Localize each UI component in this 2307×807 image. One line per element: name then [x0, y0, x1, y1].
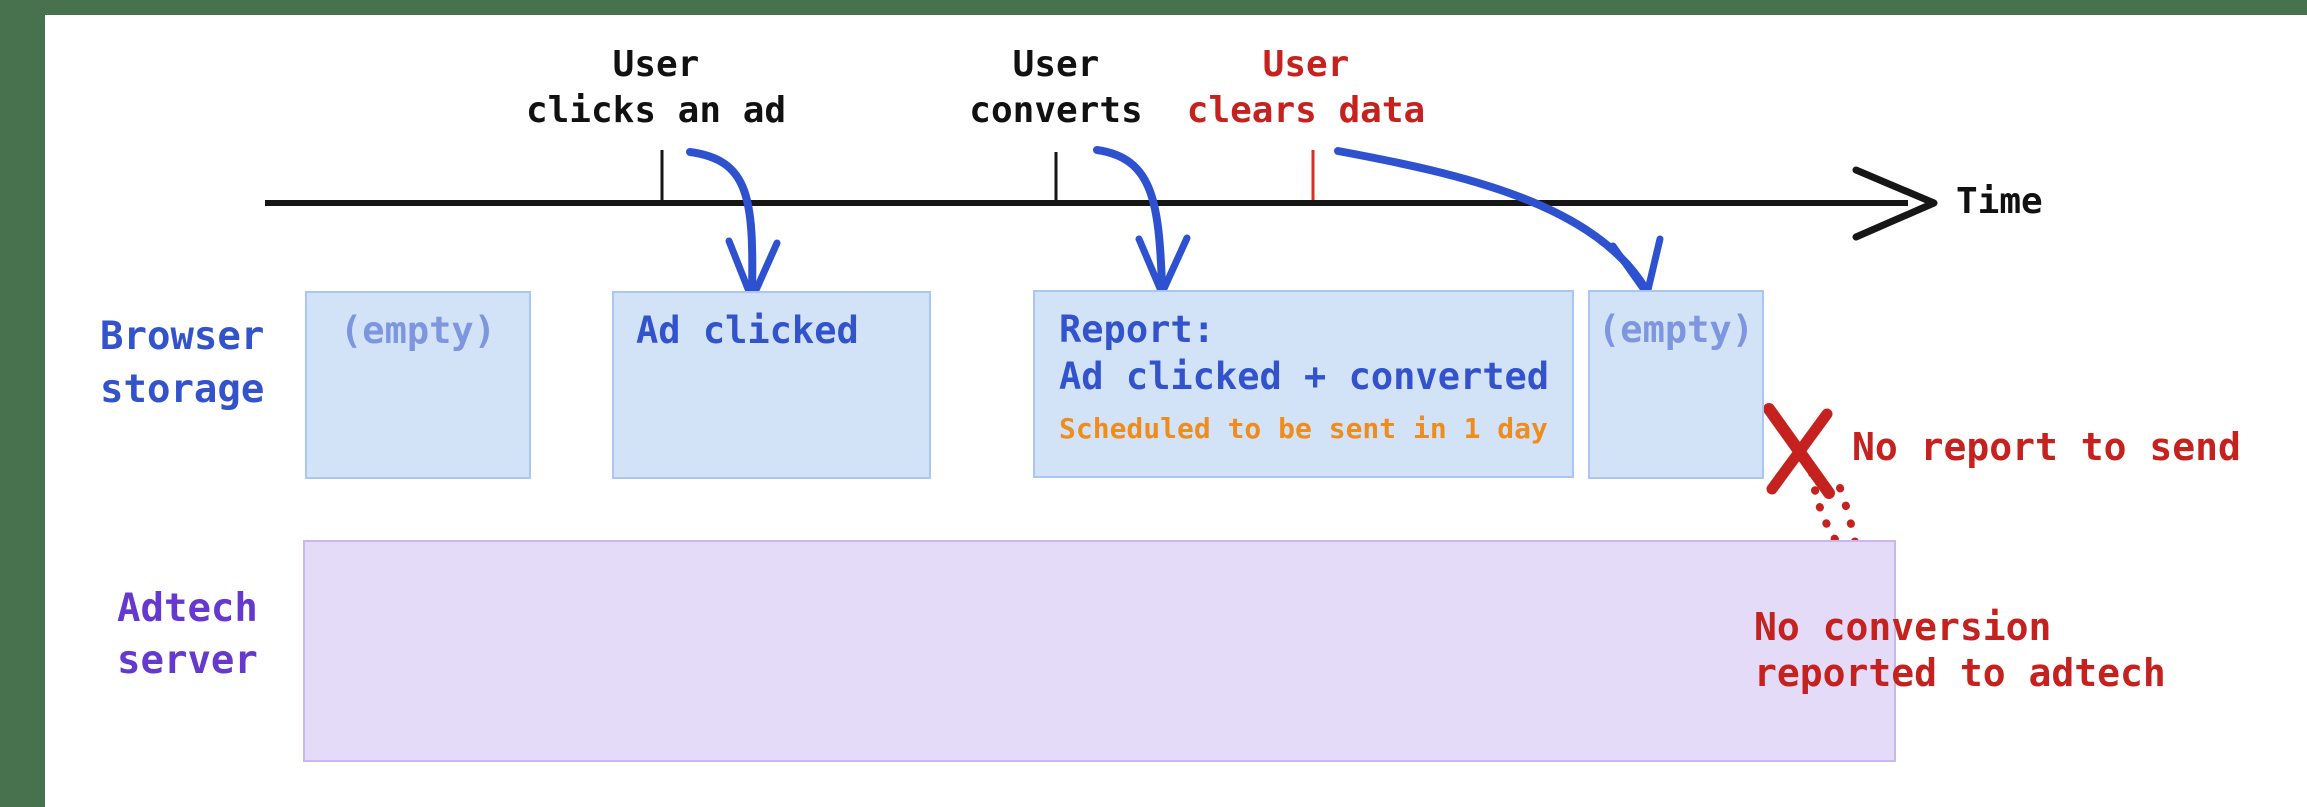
storage-box-report: Report: Ad clicked + converted Scheduled… [1033, 290, 1574, 478]
browser-storage-row-label: Browser storage [100, 310, 264, 416]
report-schedule-note: Scheduled to be sent in 1 day [1059, 412, 1548, 445]
row-label-line: server [117, 638, 258, 683]
event-label-line: User [1012, 44, 1100, 85]
report-subtitle: Ad clicked + converted [1059, 355, 1550, 398]
event-label-user-clears-data: User clears data [1136, 42, 1476, 134]
report-title: Report: [1059, 308, 1215, 351]
adtech-server-box [303, 540, 1896, 762]
annotation-line: No conversion [1754, 605, 2052, 649]
arrow-convert-to-storage [1093, 146, 1166, 290]
row-label-line: storage [100, 367, 265, 412]
arrow-clear-to-storage-head-icon [1609, 235, 1664, 298]
red-x-mark-icon [1766, 408, 1833, 495]
arrow-clear-to-storage [1334, 147, 1649, 292]
annotation-no-report: No report to send [1852, 425, 2241, 469]
time-axis-label: Time [1956, 181, 2043, 222]
event-label-line: clicks an ad [525, 90, 787, 131]
adtech-server-row-label: Adtech server [117, 583, 258, 687]
storage-box-ad-clicked: Ad clicked [612, 291, 931, 479]
storage-box-text: Ad clicked [636, 309, 859, 352]
arrow-click-to-storage [686, 148, 757, 296]
storage-box-text: (empty) [1598, 308, 1754, 351]
left-frame-band [0, 0, 45, 807]
timeline-arrowhead-icon [1852, 166, 1938, 241]
event-label-user-clicks-ad: User clicks an ad [486, 42, 826, 134]
storage-box-empty-1: (empty) [305, 291, 531, 479]
annotation-line: reported to adtech [1754, 651, 2166, 695]
storage-box-text: (empty) [340, 309, 496, 352]
storage-box-empty-2: (empty) [1588, 290, 1764, 479]
event-label-user-converts: User converts [886, 42, 1226, 134]
row-label-line: Browser [100, 314, 265, 359]
top-frame-band [0, 0, 2307, 15]
event-label-line: clears data [1186, 90, 1426, 131]
report-box-content: Report: Ad clicked + converted Scheduled… [1035, 292, 1572, 444]
row-label-line: Adtech [117, 586, 258, 631]
dotted-trail-right [1836, 484, 1861, 557]
event-label-line: User [612, 44, 700, 85]
event-label-line: converts [969, 90, 1143, 131]
event-label-line: User [1262, 44, 1350, 85]
annotation-no-conversion: No conversion reported to adtech [1754, 604, 2166, 696]
